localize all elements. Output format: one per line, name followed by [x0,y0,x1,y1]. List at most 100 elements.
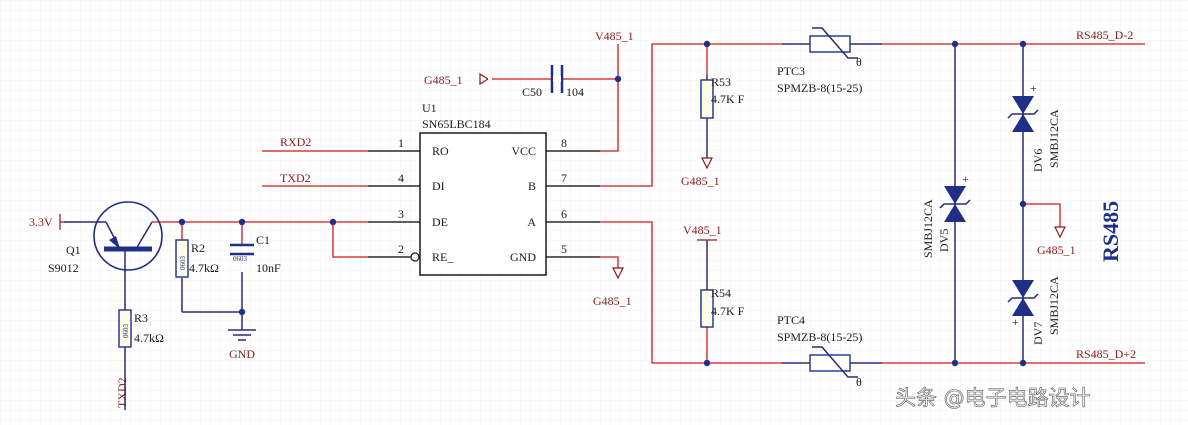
r53-value: 4.7K F [711,92,745,106]
r54-resistor: V485_1 R54 4.7K F [683,223,745,328]
junction [1019,40,1027,48]
junction [703,359,711,367]
u1-pin-b: B [528,179,536,193]
u1-pin2-num: 2 [398,242,404,256]
net-g485-cap: G485_1 [424,73,463,87]
ptc3-slash [812,27,858,59]
ptc3-ref: PTC3 [777,64,805,78]
c1-capacitor: C1 0603 10nF [230,233,281,275]
dv7-ref: DV7 [1031,322,1045,345]
u1-pin7-num: 7 [561,171,567,185]
u1-pin-a: A [527,215,536,229]
r54-value: 4.7K F [711,304,745,318]
r53-body [700,79,714,119]
c50-capacitor: G485_1 C50 104 [424,65,584,99]
junction [178,218,186,226]
c50-ref: C50 [522,85,542,99]
r3-package: 0603 [122,324,130,339]
junctions [178,40,1027,367]
net-3v3: 3.3V [29,215,53,229]
r53-ref: R53 [711,75,731,89]
junction [1019,200,1027,208]
q1-emitter-arrow [109,236,120,249]
net-v485-top: V485_1 [595,29,634,43]
watermark: 头条 @电子电路设计 [895,386,1091,410]
u1-pin-gnd: GND [510,250,536,264]
gnd-symbol: GND [228,329,256,361]
u1-body [419,132,547,276]
u1-ref: U1 [422,101,437,115]
r54-body [700,289,714,328]
title-rs485: RS485 [1098,201,1123,262]
ptc4-theta: θ [856,375,862,389]
dv5-tri-bottom [944,204,966,222]
g485-cap-arrow [479,72,489,86]
ptc4-part: SPMZB-8(15-25) [777,330,862,344]
dv7-tri-top [1012,280,1034,298]
wire-gnd5 [600,256,619,268]
r3-resistor: 0603 R3 4.7kΩ TXD2 [115,309,164,408]
v33-supply: 3.3V [29,214,66,230]
ptc3-part: SPMZB-8(15-25) [777,81,862,95]
junction [614,75,622,83]
net-rs485-dm: RS485_D-2 [1076,28,1133,42]
ptc4-body [809,354,851,372]
dv5-part: SMBJ12CA [921,199,935,258]
junction [329,218,337,226]
net-g485-r53: G485_1 [681,174,720,188]
ptc3-body [809,35,851,53]
junction [238,218,246,226]
u1-pin4-num: 4 [398,171,404,185]
dv6-tri-bottom [1012,114,1034,132]
dv7-plus: + [1012,315,1019,329]
u1-pin5-num: 5 [561,242,567,256]
u1-ic: U1 SN65LBC184 1 4 3 2 8 7 6 5 RO DI DE R… [398,101,567,276]
g485-tvs: G485_1 [1037,226,1076,257]
junction [238,308,246,316]
c1-value: 10nF [256,261,281,275]
dv6-part: SMBJ12CA [1047,109,1061,168]
r3-ref: R3 [134,311,148,325]
r54-ref: R54 [711,286,731,300]
q1-ref: Q1 [66,243,81,257]
junction [703,40,711,48]
u1-part: SN65LBC184 [422,117,491,131]
junction [951,359,959,367]
wire-re [332,222,368,258]
q1-part: S9012 [48,261,79,275]
net-rs485-dp: RS485_D+2 [1076,347,1136,361]
u1-pin-ro: RO [432,144,449,158]
dv7-part: SMBJ12CA [1047,276,1061,335]
u1-pin-de: DE [432,215,448,229]
net-rxd2: RXD2 [280,135,311,149]
g485-pin5: G485_1 [593,267,632,308]
c50-value: 104 [566,85,584,99]
r2-body [175,239,189,278]
dv7-tri-bottom [1012,298,1034,316]
wires [152,43,1145,364]
junction [951,40,959,48]
net-g485-gnd: G485_1 [593,294,632,308]
dv6-tvs: + DV6 SMBJ12CA [1007,81,1061,172]
dv7-tvs: + DV7 SMBJ12CA [1007,276,1061,345]
q1-body [93,201,163,271]
u1-pin6-num: 6 [561,207,567,221]
u1-pin-di: DI [432,179,445,193]
r53-resistor: R53 4.7K F G485_1 [681,75,745,188]
c1-package: 0603 [233,255,248,263]
r3-value: 4.7kΩ [134,331,164,345]
dv6-plus: + [1030,81,1037,95]
r2-value: 4.7kΩ [189,261,219,275]
u1-pin1-num: 1 [398,136,404,150]
r2-resistor: 0603 R2 4.7kΩ [175,239,219,278]
net-txd2-q: TXD2 [115,377,129,408]
dv5-tri-top [944,186,966,204]
dv5-plus: + [962,172,969,186]
r53-gnd-arrow [701,157,713,170]
r2-package: 0603 [179,256,187,271]
wire-a [600,221,782,364]
u1-pin8-num: 8 [561,136,567,150]
wire-tvs-gnd [1023,203,1061,227]
dv6-tri-top [1012,96,1034,114]
